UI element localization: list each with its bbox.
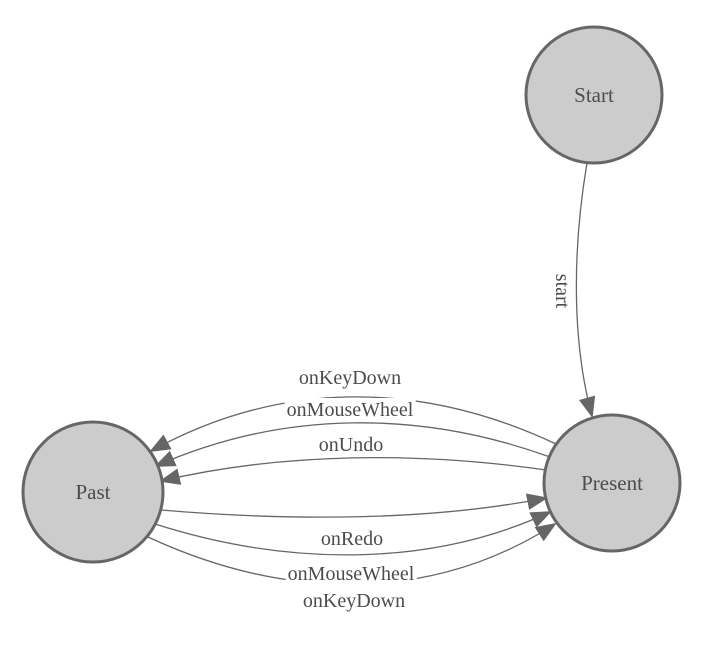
edges-layer [147,162,596,585]
label-background [318,527,386,551]
edge-past-to-present-onmousewheel[interactable] [154,511,552,556]
node-past[interactable]: Past [21,420,165,564]
state-circle-present[interactable] [542,413,682,553]
edge-label-start: start [550,271,574,311]
edge-present-to-past-onmousewheel[interactable] [154,422,551,467]
label-background [550,271,574,311]
edge-label-onkeydown-bottom: onKeyDown [300,589,408,613]
node-label-past: Past [75,480,110,504]
node-start[interactable]: Start [524,25,664,165]
edge-label-text: onUndo [319,434,383,456]
edge-label-text: onMouseWheel [287,399,414,421]
edge-label-onkeydown-top: onKeyDown [296,366,404,390]
node-label-present: Present [581,471,643,495]
node-label-start: Start [574,83,614,107]
edge-label-text: onMouseWheel [288,563,415,585]
edge-label-onmousewheel-bottom: onMouseWheel [285,562,417,586]
label-background [316,433,386,457]
state-circle-start[interactable] [524,25,664,165]
nodes-layer: Start Present Past [21,25,682,564]
node-present[interactable]: Present [542,413,682,553]
edge-present-to-past-onkeydown[interactable] [149,396,557,453]
edge-label-text: onKeyDown [303,590,405,612]
edge-present-to-past-onundo[interactable] [158,456,547,485]
label-background [296,366,404,390]
label-background [284,398,416,422]
state-circle-past[interactable] [21,420,165,564]
edge-label-text: onRedo [321,528,383,550]
edge-label-onredo: onRedo [318,527,386,551]
edge-past-to-present-onredo[interactable] [160,493,549,518]
edge-start-to-present[interactable] [575,162,596,419]
edge-labels-layer: start onKeyDown onMouseWheel onUndo onRe… [284,271,574,613]
edge-label-onundo: onUndo [316,433,386,457]
label-background [300,589,408,613]
edge-label-text: onKeyDown [299,367,401,389]
label-background [285,562,417,586]
edge-label-text: start [551,274,573,309]
edge-label-onmousewheel-top: onMouseWheel [284,398,416,422]
